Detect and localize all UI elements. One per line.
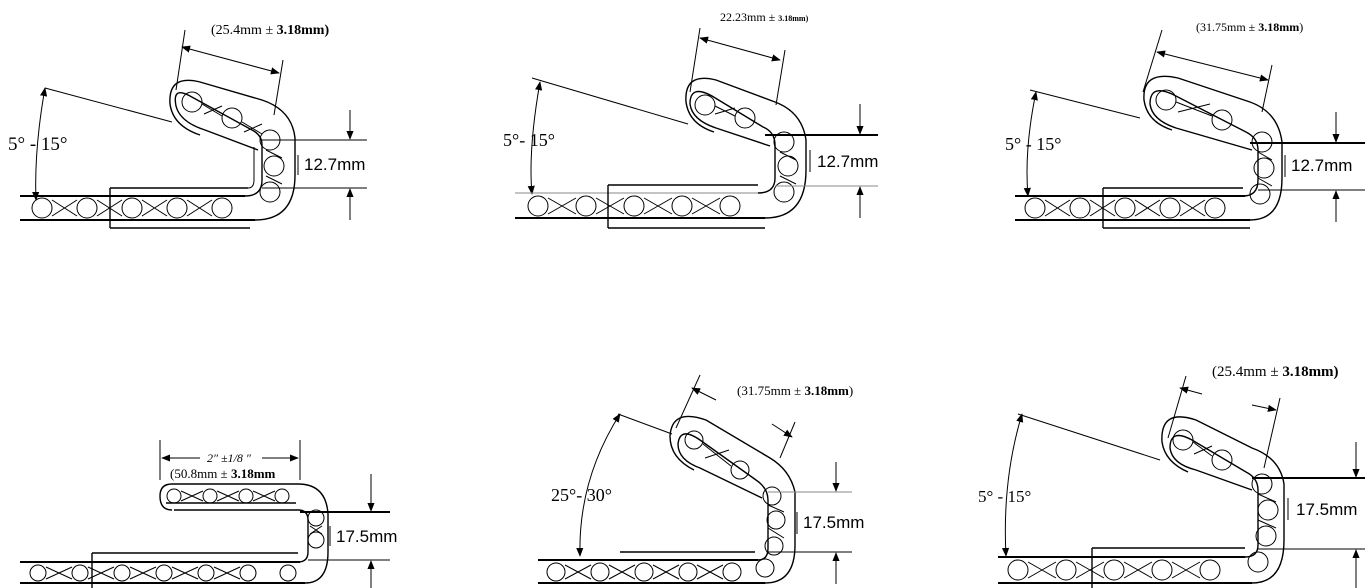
angle-arc: [1023, 91, 1038, 197]
angle-label: 5° - 15°: [978, 487, 1031, 506]
hem-width-label: (50.8mm ± 3.18mm: [170, 466, 276, 481]
height-label: 17.5mm: [336, 527, 397, 546]
hem-width-label: (25.4mm ± 3.18mm): [1212, 364, 1339, 380]
hem-inner-fold: [677, 433, 769, 561]
hem-dim-ext-right: [779, 421, 796, 459]
hem-dim-ext-right: [1263, 397, 1281, 469]
angle-arc: [576, 413, 621, 557]
height-label: 17.5mm: [1296, 500, 1357, 519]
height-label: 12.7mm: [304, 155, 365, 174]
hem-diagram-2: 5°- 15° 22.23mm ± 3.18mm) 12.7mm: [503, 10, 878, 229]
hem-outer-fold: [1161, 416, 1285, 584]
hem-outer-fold: [1143, 75, 1283, 221]
hem-inner-fold: [1169, 434, 1259, 558]
angle-reference-line: [617, 413, 673, 435]
hem-diagram-3: 5° - 15° (31.75mm ± 3.18mm) 12.7mm: [1005, 20, 1365, 229]
base-welt-cords: [546, 562, 742, 582]
angle-label: 5°- 15°: [503, 130, 555, 150]
base-welt-cords: [31, 197, 233, 219]
hem-inner-fold: [1149, 90, 1259, 197]
hem-dim-ext-left: [1167, 375, 1187, 439]
hem-width-label: 22.23mm ± 3.18mm): [720, 10, 809, 24]
hem-width-arrow: [1156, 50, 1269, 82]
angle-reference-line: [44, 87, 173, 123]
hem-diagram-5: 25°- 30° (31.75mm ± 3.18mm) 17.5mm: [538, 374, 864, 584]
hem-width-arrow: [699, 36, 781, 62]
hem-dim-ext-left: [1142, 29, 1163, 93]
angle-arc: [32, 87, 48, 201]
hem-diagram-1: 5° - 15° (25.4mm ± 3.18mm) 12.: [8, 23, 367, 229]
height-label: 17.5mm: [803, 513, 864, 532]
hem-welt-cords: [684, 430, 786, 578]
hem-welt-cords: [166, 488, 325, 549]
hem-inner-fold: [174, 92, 263, 197]
hem-dim-ext-right: [1261, 64, 1273, 113]
hem-width-arrow-left: [691, 387, 717, 401]
angle-label: 5° - 15°: [8, 134, 68, 155]
angle-reference-line: [531, 77, 689, 125]
height-label: 12.7mm: [817, 152, 878, 171]
hem-dim-ext-left: [675, 374, 701, 429]
hem-dim-ext-right: [273, 59, 284, 116]
hem-outer-fold: [685, 77, 807, 219]
hem-diagram-6: 5° - 15° (25.4mm ± 3.18mm) 17.5mm: [978, 364, 1365, 588]
angle-reference-line: [1017, 413, 1161, 461]
hem-width-label: (31.75mm ± 3.18mm): [1196, 20, 1303, 34]
hem-width-arrow-left: [1179, 386, 1203, 395]
hem-welt-cords: [1172, 429, 1279, 573]
hem-welt-cords: [694, 94, 799, 203]
height-label: 12.7mm: [1291, 156, 1352, 175]
base-welt-cords: [1007, 559, 1221, 581]
hem-diagram-4: 2″ ±1/8 ″ (50.8mm ± 3.18mm 17.5mm: [20, 440, 397, 588]
hem-outer-fold: [169, 79, 296, 221]
hem-width-label: (25.4mm ± 3.18mm): [211, 23, 329, 38]
hem-inner-fold: [174, 509, 309, 563]
hem-dim-ext-right: [775, 49, 786, 106]
base-welt-cords: [1024, 197, 1226, 219]
hem-width-arrow: [181, 45, 280, 75]
angle-arc: [527, 81, 543, 195]
hem-dim-ext-left: [689, 27, 701, 93]
hem-outer-fold: [669, 415, 796, 584]
hem-width-arrow-right: [771, 423, 793, 438]
hem-width-arrow-right: [1251, 404, 1277, 412]
hem-width-label: (31.75mm ± 3.18mm): [737, 383, 853, 398]
hem-outer-fold: [159, 483, 329, 584]
base-welt-cords: [29, 564, 297, 582]
angle-label: 5° - 15°: [1005, 134, 1061, 154]
base-welt-cords: [527, 195, 741, 217]
hem-inch-label: 2″ ±1/8 ″: [207, 451, 252, 465]
hem-dim-ext-left: [175, 29, 186, 91]
hem-welt-cords: [1155, 89, 1275, 205]
angle-reference-line: [1029, 89, 1141, 119]
angle-label: 25°- 30°: [551, 485, 612, 505]
hem-welt-cords: [181, 91, 285, 203]
hem-inner-line: [247, 147, 255, 189]
angle-arc: [1001, 413, 1024, 557]
hem-inner-fold: [689, 90, 776, 194]
